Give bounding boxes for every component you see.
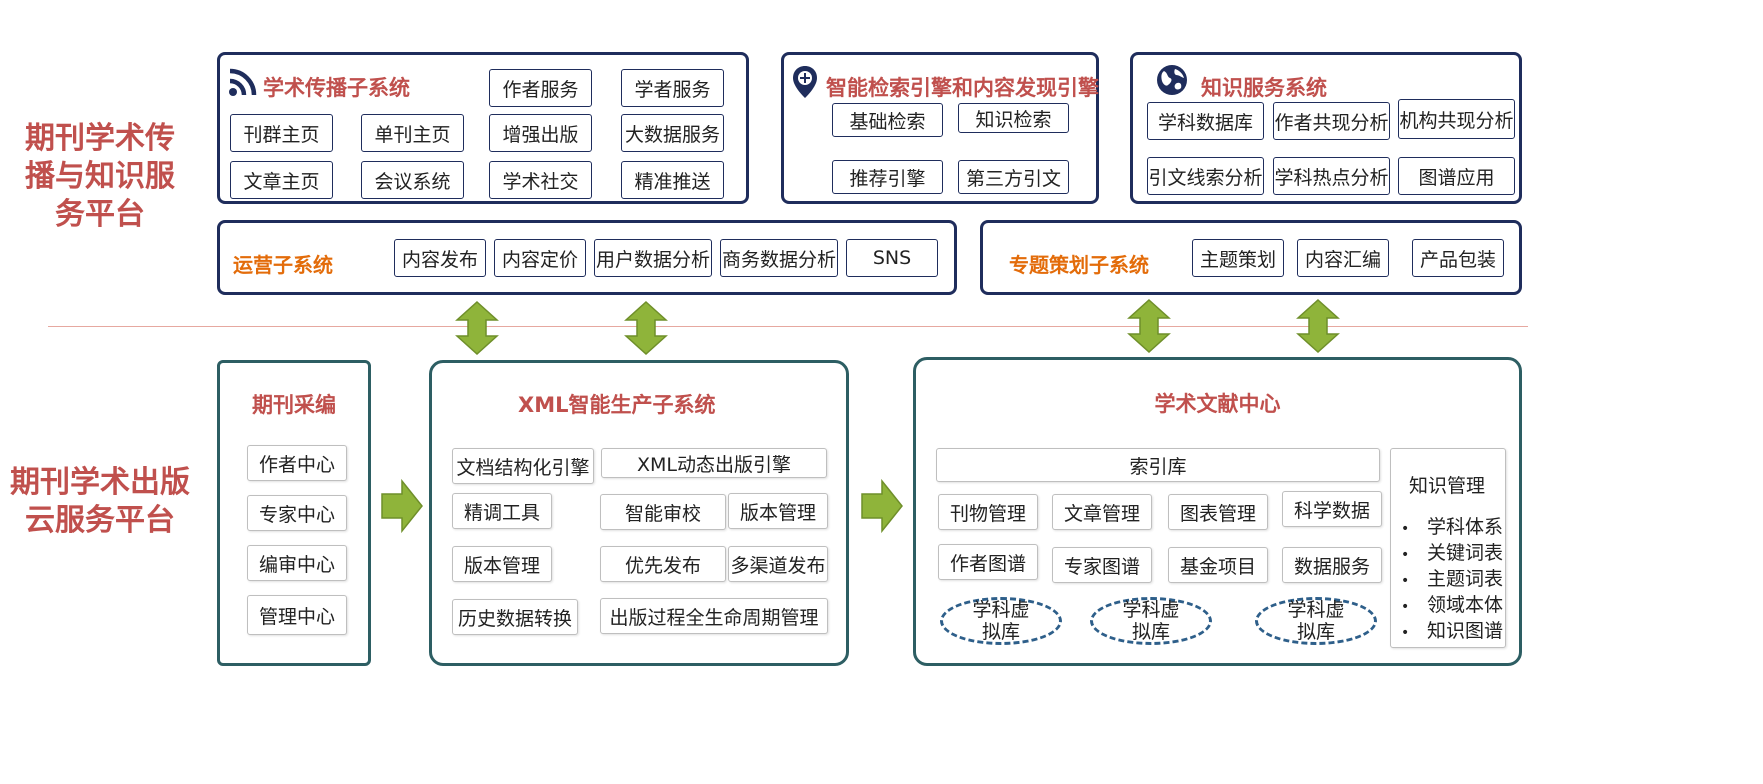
- subject-hotspot-box: 学科热点分析: [1273, 157, 1390, 195]
- subject-virtual-library-label: 学科虚拟库: [1287, 599, 1345, 643]
- dissemination-subsystem-panel: 学术传播子系统 作者服务 学者服务 刊群主页 单刊主页 增强出版 大数据服务 文…: [217, 52, 749, 204]
- article-home-box: 文章主页: [230, 161, 333, 199]
- knowledge-service-panel: 知识服务系统 学科数据库 作者共现分析 机构共现分析 引文线索分析 学科热点分析…: [1130, 52, 1522, 204]
- author-center-box: 作者中心: [247, 445, 347, 481]
- version-manage-box: 版本管理: [728, 493, 828, 529]
- dissemination-title: 学术传播子系统: [263, 76, 410, 100]
- content-compile-box: 内容汇编: [1297, 239, 1389, 277]
- author-graph-box: 作者图谱: [938, 544, 1038, 580]
- content-pricing-box: 内容定价: [494, 239, 586, 277]
- knowledge-management-box: 知识管理 学科体系 关键词表 主题词表 领域本体 知识图谱: [1390, 448, 1506, 648]
- scholar-service-box: 学者服务: [621, 69, 724, 107]
- subject-virtual-library-label: 学科虚拟库: [972, 599, 1030, 643]
- subject-virtual-library: 学科虚拟库: [940, 597, 1062, 645]
- smart-proofread-box: 智能审校: [600, 494, 726, 530]
- subject-virtual-library-label: 学科虚拟库: [1122, 599, 1180, 643]
- topic-planning-box: 主题策划: [1192, 239, 1284, 277]
- globe-icon: [1157, 65, 1187, 95]
- knowledge-management-list: 学科体系 关键词表 主题词表 领域本体 知识图谱: [1401, 515, 1503, 645]
- knowledge-item: 知识图谱: [1401, 619, 1503, 645]
- history-data-convert-box: 历史数据转换: [452, 599, 578, 635]
- version-manage-box-2: 版本管理: [452, 546, 552, 582]
- double-arrow-icon: [1127, 298, 1171, 354]
- subject-database-box: 学科数据库: [1147, 102, 1264, 140]
- third-party-citation-box: 第三方引文: [958, 160, 1069, 194]
- journal-editing-title: 期刊采编: [252, 393, 336, 417]
- xml-production-title: XML智能生产子系统: [518, 393, 716, 417]
- journal-editing-panel: 期刊采编 作者中心 专家中心 编审中心 管理中心: [217, 360, 371, 666]
- double-arrow-icon: [624, 300, 668, 356]
- precision-push-box: 精准推送: [621, 161, 724, 199]
- double-arrow-icon: [1296, 298, 1340, 354]
- user-data-analysis-box: 用户数据分析: [594, 239, 712, 277]
- data-service-box: 数据服务: [1282, 547, 1382, 583]
- index-library-box: 索引库: [936, 448, 1380, 482]
- institution-cooccurrence-box: 机构共现分析: [1398, 99, 1515, 139]
- knowledge-item: 领域本体: [1401, 593, 1503, 619]
- right-arrow-icon: [861, 478, 903, 534]
- location-pin-plus-icon: [793, 66, 817, 98]
- priority-publish-box: 优先发布: [600, 546, 726, 582]
- doc-structuring-engine-box: 文档结构化引擎: [452, 448, 594, 484]
- sns-box: SNS: [846, 239, 938, 277]
- platform-divider: [48, 326, 1528, 327]
- knowledge-search-box: 知识检索: [958, 103, 1069, 133]
- double-arrow-icon: [455, 300, 499, 356]
- journal-manage-box: 刊物管理: [938, 494, 1038, 530]
- recommend-engine-box: 推荐引擎: [832, 160, 943, 194]
- operations-title: 运营子系统: [233, 253, 333, 277]
- right-arrow-icon: [381, 478, 423, 534]
- multichannel-publish-box: 多渠道发布: [728, 546, 828, 582]
- knowledge-item: 学科体系: [1401, 515, 1503, 541]
- content-publish-box: 内容发布: [394, 239, 486, 277]
- graph-application-box: 图谱应用: [1398, 157, 1515, 195]
- rss-icon: [229, 68, 257, 96]
- literature-center-title: 学术文献中心: [1154, 392, 1281, 416]
- single-journal-home-box: 单刊主页: [361, 114, 464, 152]
- product-packaging-box: 产品包装: [1412, 239, 1504, 277]
- operations-subsystem-panel: 运营子系统 内容发布 内容定价 用户数据分析 商务数据分析 SNS: [217, 220, 957, 295]
- big-data-service-box: 大数据服务: [621, 114, 724, 152]
- conference-system-box: 会议系统: [361, 161, 464, 199]
- knowledge-item: 主题词表: [1401, 567, 1503, 593]
- fine-tuning-tool-box: 精调工具: [452, 493, 552, 529]
- journal-group-home-box: 刊群主页: [230, 114, 333, 152]
- business-data-analysis-box: 商务数据分析: [720, 239, 838, 277]
- expert-graph-box: 专家图谱: [1052, 547, 1152, 583]
- platform-label-publishing: 期刊学术出版云服务平台: [10, 465, 190, 538]
- enhanced-publishing-box: 增强出版: [489, 114, 592, 152]
- topic-planning-panel: 专题策划子系统 主题策划 内容汇编 产品包装: [980, 220, 1522, 295]
- subject-virtual-library: 学科虚拟库: [1090, 597, 1212, 645]
- topic-planning-title: 专题策划子系统: [1009, 253, 1149, 277]
- academic-social-box: 学术社交: [489, 161, 592, 199]
- author-cooccurrence-box: 作者共现分析: [1273, 102, 1390, 140]
- lifecycle-management-box: 出版过程全生命周期管理: [600, 598, 828, 634]
- knowledge-service-title: 知识服务系统: [1201, 76, 1327, 100]
- basic-search-box: 基础检索: [832, 103, 943, 137]
- expert-center-box: 专家中心: [247, 495, 347, 531]
- knowledge-management-title: 知识管理: [1408, 475, 1485, 497]
- author-service-box: 作者服务: [489, 69, 592, 107]
- literature-center-panel: 学术文献中心 索引库 刊物管理 文章管理 图表管理 科学数据 作者图谱 专家图谱…: [913, 357, 1522, 666]
- platform-label-dissemination: 期刊学术传播与知识服务平台: [25, 121, 175, 232]
- xml-dynamic-publishing-box: XML动态出版引擎: [601, 448, 827, 478]
- knowledge-item: 关键词表: [1401, 541, 1503, 567]
- xml-production-panel: XML智能生产子系统 文档结构化引擎 XML动态出版引擎 精调工具 智能审校 版…: [429, 360, 849, 666]
- citation-clue-box: 引文线索分析: [1147, 157, 1264, 195]
- article-manage-box: 文章管理: [1052, 494, 1152, 530]
- subject-virtual-library: 学科虚拟库: [1255, 597, 1377, 645]
- scientific-data-box: 科学数据: [1282, 491, 1382, 527]
- fund-project-box: 基金项目: [1168, 547, 1268, 583]
- management-center-box: 管理中心: [247, 595, 347, 635]
- chart-manage-box: 图表管理: [1168, 494, 1268, 530]
- review-center-box: 编审中心: [247, 545, 347, 581]
- search-engine-panel: 智能检索引擎和内容发现引擎 基础检索 知识检索 推荐引擎 第三方引文: [781, 52, 1099, 204]
- search-engine-title: 智能检索引擎和内容发现引擎: [826, 76, 1099, 100]
